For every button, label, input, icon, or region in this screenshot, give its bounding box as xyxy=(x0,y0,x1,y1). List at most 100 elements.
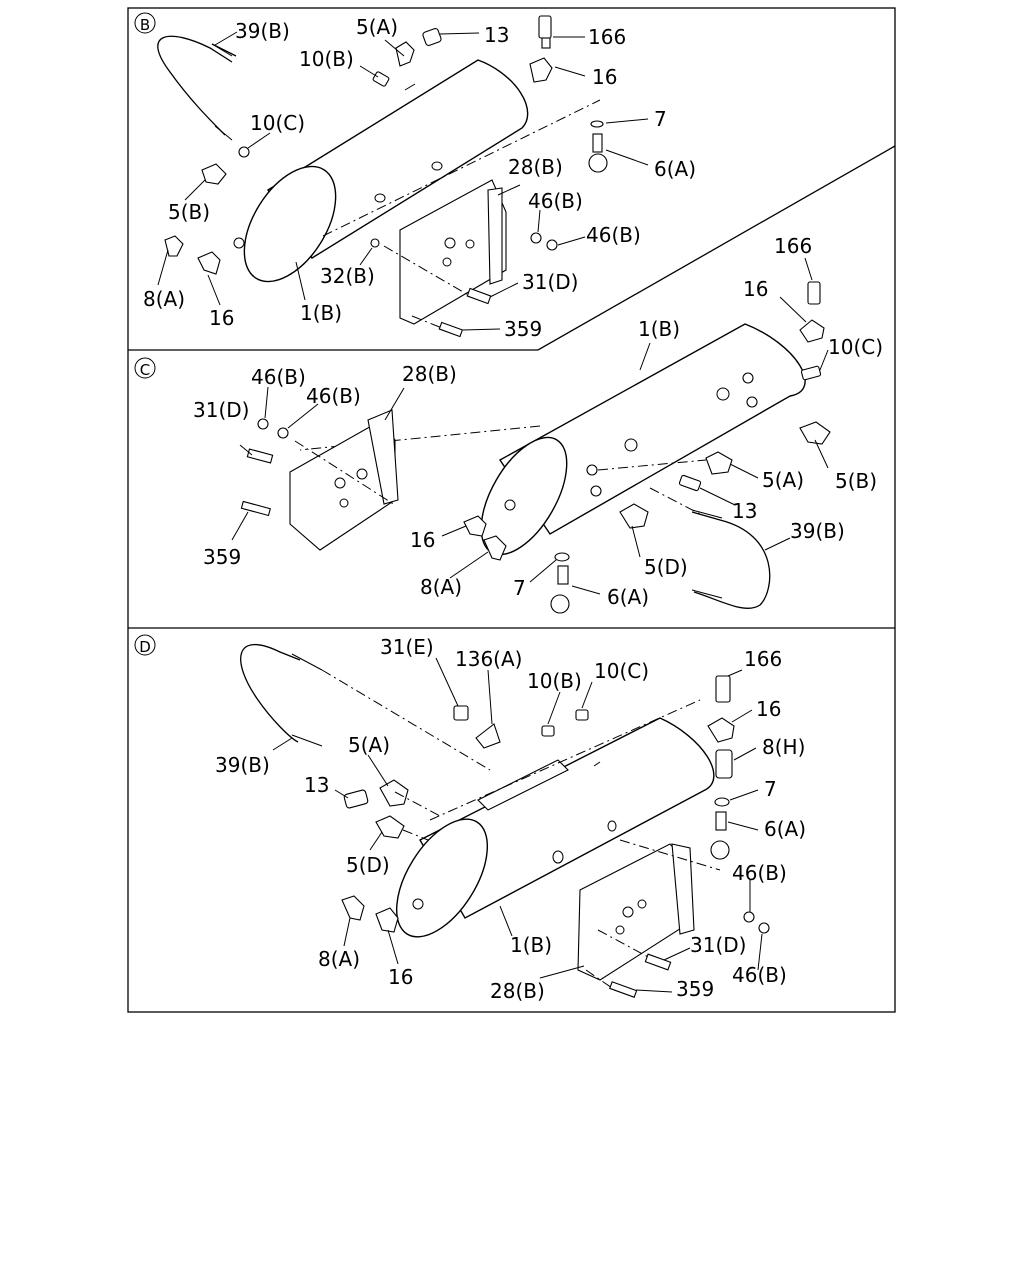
elbow-8a xyxy=(164,235,184,257)
panel-c-badge: C xyxy=(134,357,156,379)
label-28b: 28(B) xyxy=(402,362,457,386)
label-5d: 5(D) xyxy=(644,555,688,579)
label-46b: 46(B) xyxy=(732,963,787,987)
elbow-16-bottom xyxy=(197,251,221,275)
label-46b: 46(B) xyxy=(528,189,583,213)
label-13: 13 xyxy=(304,773,329,797)
label-16: 16 xyxy=(743,277,768,301)
label-31e: 31(E) xyxy=(380,635,434,659)
plug-10b xyxy=(541,725,555,737)
label-5b: 5(B) xyxy=(168,200,210,224)
panel-c: C xyxy=(134,234,883,614)
elbow-5b xyxy=(799,421,831,445)
label-16: 16 xyxy=(410,528,435,552)
part-labels: 39(B) 5(A) 13 166 10(B) 16 7 10(C) 6(A) … xyxy=(143,15,696,341)
label-5d: 5(D) xyxy=(346,853,390,877)
nut-46b xyxy=(743,911,755,923)
fittings xyxy=(341,675,735,933)
air-tank xyxy=(299,323,806,556)
label-32b: 32(B) xyxy=(320,264,375,288)
nut-46b xyxy=(546,239,558,251)
bracket-28b xyxy=(577,839,770,998)
label-8a: 8(A) xyxy=(420,575,462,599)
svg-text:D: D xyxy=(139,638,151,656)
label-13: 13 xyxy=(732,499,757,523)
air-hose xyxy=(649,487,771,609)
elbow-5d xyxy=(375,815,405,839)
drain-valve-6a xyxy=(588,120,608,173)
air-hose xyxy=(240,643,491,771)
part-labels: 31(E) 136(A) 166 10(B) 10(C) 16 8(H) 5(A… xyxy=(215,635,806,1003)
label-46b: 46(B) xyxy=(251,365,306,389)
bolt-31e xyxy=(453,705,469,721)
label-31d: 31(D) xyxy=(690,933,746,957)
nut-46b xyxy=(277,427,289,439)
elbow-5b xyxy=(201,146,250,185)
bolt-31d xyxy=(246,448,274,464)
label-46b: 46(B) xyxy=(732,861,787,885)
label-7: 7 xyxy=(654,107,667,131)
label-1b: 1(B) xyxy=(510,933,552,957)
panel-b-badge: B xyxy=(134,12,156,34)
mounting-bracket xyxy=(370,179,558,338)
valve-166 xyxy=(715,675,731,703)
connector-8h xyxy=(715,749,733,779)
nut-46b xyxy=(530,232,542,244)
valve-166 xyxy=(807,281,821,305)
nut-46b xyxy=(257,418,269,430)
nut-46b xyxy=(758,922,770,934)
label-39b: 39(B) xyxy=(790,519,845,543)
label-16: 16 xyxy=(592,65,617,89)
label-8a: 8(A) xyxy=(318,947,360,971)
tank-port xyxy=(374,193,386,203)
label-39b: 39(B) xyxy=(235,19,290,43)
leader-lines xyxy=(231,257,829,595)
elbow-5d xyxy=(619,503,649,529)
label-166: 166 xyxy=(744,647,782,671)
label-1b: 1(B) xyxy=(300,301,342,325)
label-10c: 10(C) xyxy=(828,335,883,359)
nut-32b xyxy=(370,238,380,248)
svg-text:B: B xyxy=(140,16,150,34)
plug-10c xyxy=(575,709,589,721)
drain-port xyxy=(233,237,245,249)
panel-d: D xyxy=(134,634,806,1003)
svg-text:C: C xyxy=(140,361,150,379)
nipple-13 xyxy=(678,474,702,492)
label-46b: 46(B) xyxy=(586,223,641,247)
label-7: 7 xyxy=(764,777,777,801)
label-16: 16 xyxy=(388,965,413,989)
air-tank xyxy=(395,699,715,938)
elbow-16-top xyxy=(529,57,553,83)
label-7: 7 xyxy=(513,576,526,600)
leader-lines xyxy=(157,31,649,331)
label-10c: 10(C) xyxy=(250,111,305,135)
label-31d: 31(D) xyxy=(522,270,578,294)
panel-d-badge: D xyxy=(134,634,156,656)
label-359: 359 xyxy=(504,317,542,341)
label-16: 16 xyxy=(209,306,234,330)
elbow-16 xyxy=(375,907,399,933)
fittings xyxy=(463,281,831,614)
elbow-16 xyxy=(707,717,735,743)
plug-10c xyxy=(800,365,822,381)
label-31d: 31(D) xyxy=(193,398,249,422)
drain-port xyxy=(504,499,516,511)
elbow-5a xyxy=(705,451,733,475)
clip-136a xyxy=(475,723,501,749)
label-46b: 46(B) xyxy=(306,384,361,408)
nipple-13 xyxy=(422,27,442,47)
diagram-frame xyxy=(127,7,896,1013)
label-8a: 8(A) xyxy=(143,287,185,311)
tank-strap xyxy=(477,759,569,811)
drain-port xyxy=(412,898,424,910)
elbow-8a xyxy=(341,895,365,921)
label-166: 166 xyxy=(774,234,812,258)
label-359: 359 xyxy=(203,545,241,569)
label-5a: 5(A) xyxy=(348,733,390,757)
label-16: 16 xyxy=(756,697,781,721)
label-5a: 5(A) xyxy=(356,15,398,39)
label-136a: 136(A) xyxy=(455,647,522,671)
label-5a: 5(A) xyxy=(762,468,804,492)
